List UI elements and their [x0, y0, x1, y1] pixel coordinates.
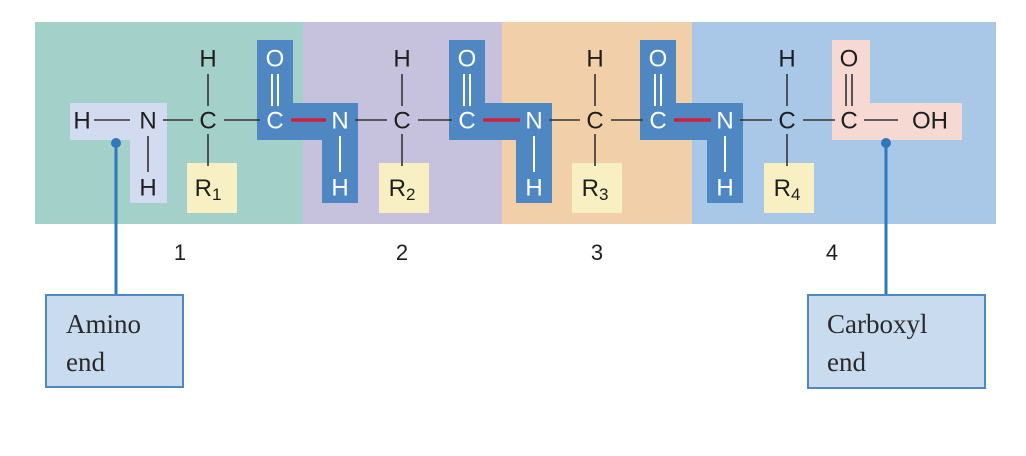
atom-c-carbonyl: C — [458, 108, 475, 135]
side-chain-r1: R1 — [195, 175, 222, 204]
residue-number-1: 1 — [174, 240, 186, 265]
side-chain-r4: R4 — [774, 175, 801, 204]
amino-end-callout: Amino end — [45, 138, 184, 388]
atom-o: O — [266, 46, 285, 73]
atom-h: H — [199, 46, 216, 73]
side-chain-box-1 — [187, 163, 237, 213]
amino-end-box — [45, 294, 184, 388]
amino-end-label-line1: Amino — [66, 309, 141, 339]
amino-end-label-line2: end — [66, 347, 105, 377]
atom-n: N — [139, 108, 156, 135]
atom-c-carboxyl: C — [840, 108, 857, 135]
residue-number-4: 4 — [826, 240, 838, 265]
residue-number-2: 2 — [396, 240, 408, 265]
atom-h: H — [525, 175, 542, 202]
atom-h: H — [778, 46, 795, 73]
carboxyl-end-box — [807, 294, 986, 389]
atom-h: H — [393, 46, 410, 73]
carboxyl-end-label-line2: end — [827, 347, 866, 377]
atoms: H N H C H C O N H C H C O N H C H C O N … — [73, 46, 948, 204]
carboxyl-end-callout: Carboxyl end — [807, 138, 986, 389]
carboxyl-end-label-line1: Carboxyl — [827, 309, 928, 339]
side-chain-box-3 — [572, 163, 622, 213]
carboxyl-group-highlight — [832, 40, 962, 140]
atom-h: H — [73, 108, 90, 135]
atom-c-alpha: C — [586, 108, 603, 135]
residue-number-3: 3 — [591, 240, 603, 265]
atom-n: N — [331, 108, 348, 135]
atom-c-alpha: C — [393, 108, 410, 135]
amino-group-highlight — [70, 103, 167, 203]
side-chain-r2: R2 — [389, 175, 416, 204]
atom-oh: OH — [912, 108, 948, 135]
atom-o: O — [458, 46, 477, 73]
atom-n: N — [716, 108, 733, 135]
atom-c-alpha: C — [199, 108, 216, 135]
atom-o: O — [840, 46, 859, 73]
atom-n: N — [525, 108, 542, 135]
atom-h: H — [586, 46, 603, 73]
atom-c-carbonyl: C — [649, 108, 666, 135]
side-chain-box-4 — [764, 163, 814, 213]
atom-c-carbonyl: C — [266, 108, 283, 135]
atom-c-alpha: C — [778, 108, 795, 135]
bonds — [94, 74, 898, 172]
atom-o: O — [649, 46, 668, 73]
atom-h: H — [139, 175, 156, 202]
side-chain-box-2 — [379, 163, 429, 213]
side-chain-r3: R3 — [582, 175, 609, 204]
atom-h: H — [716, 175, 733, 202]
atom-h: H — [331, 175, 348, 202]
